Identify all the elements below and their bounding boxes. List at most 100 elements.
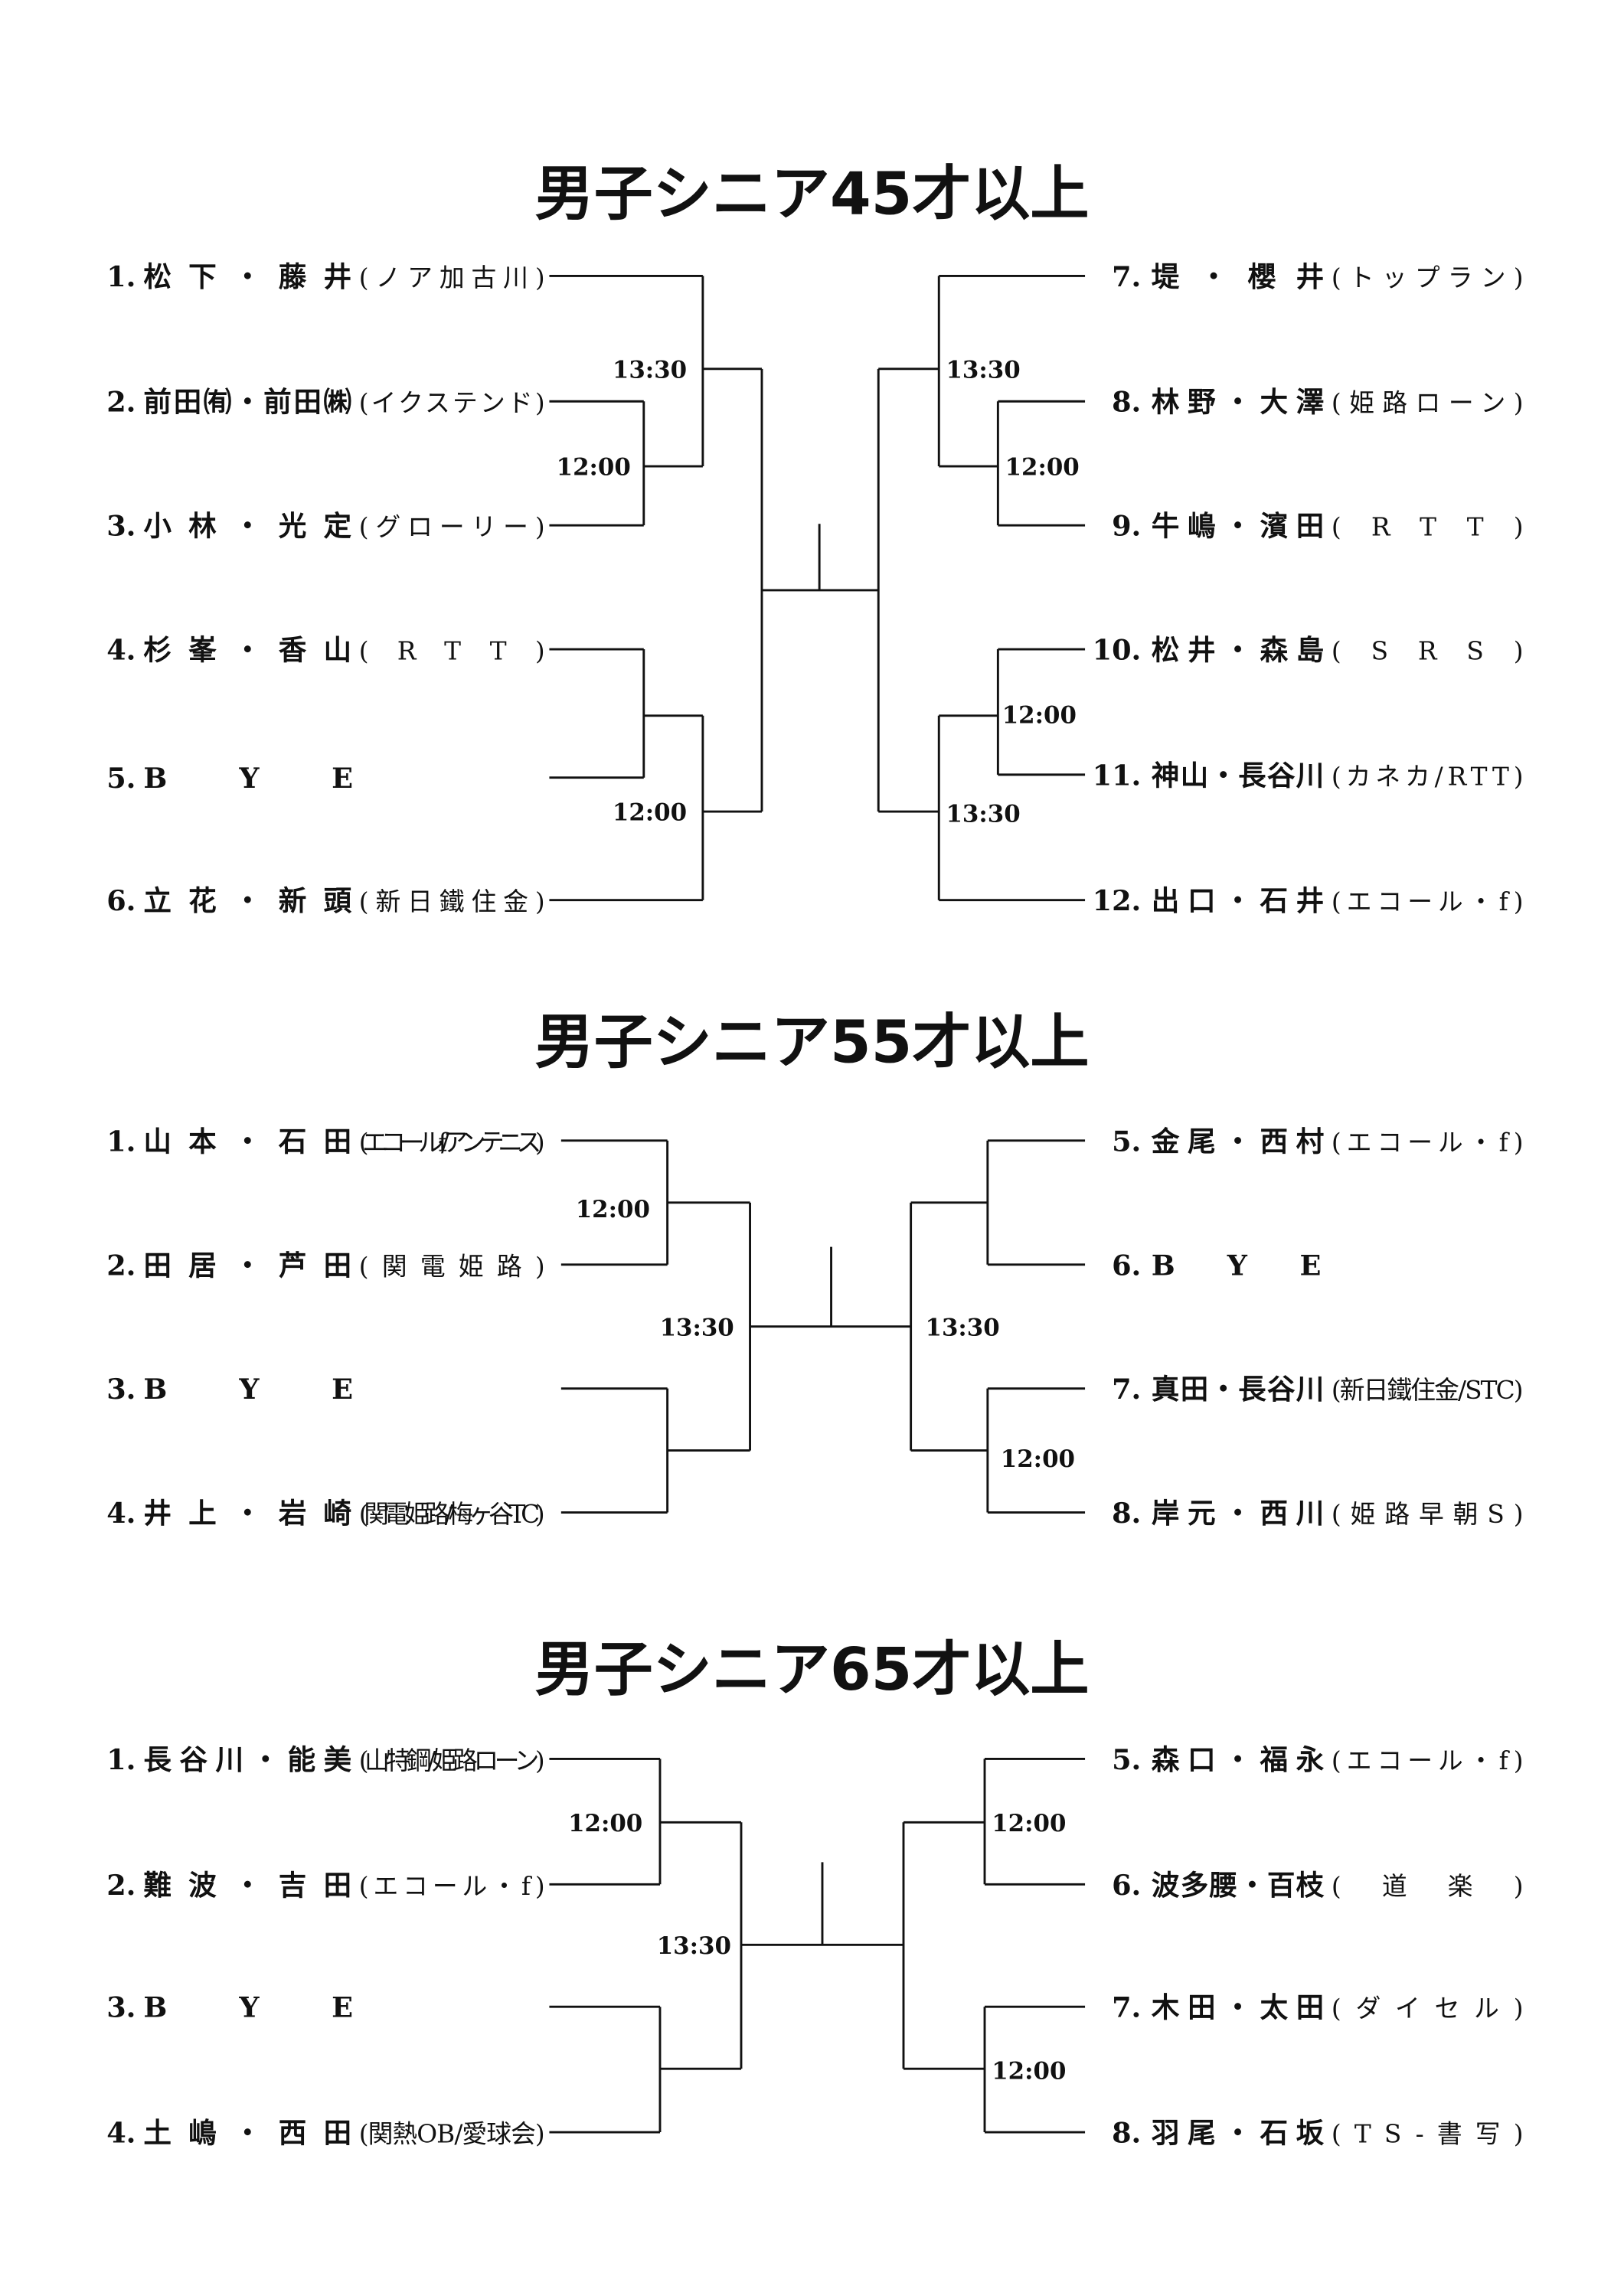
entry-club: (姫路早朝S) xyxy=(1332,1500,1524,1529)
entry-players: 岸元・西川 xyxy=(1152,1497,1325,1530)
entry-players: 立花・新頭 xyxy=(143,884,351,917)
match-time: 12:00 xyxy=(1005,454,1080,482)
section-title: 男子シニア65才以上 xyxy=(535,1635,1090,1704)
match-time: 12:00 xyxy=(992,1810,1066,1837)
entry-number: 4. xyxy=(106,2117,136,2150)
bracket-lines xyxy=(560,1139,1086,1514)
match-time: 12:00 xyxy=(613,799,687,827)
entry-number: 6. xyxy=(1112,1869,1141,1902)
entry-number: 5. xyxy=(1112,1743,1141,1776)
match-time: 13:30 xyxy=(946,356,1020,384)
entry-players: BYE xyxy=(143,1991,353,2024)
entry-players: BYE xyxy=(1152,1249,1322,1282)
entry-number: 12. xyxy=(1093,884,1142,917)
entry-number: 11. xyxy=(1093,759,1142,792)
entry-number: 5. xyxy=(1112,1125,1141,1158)
entry-number: 8. xyxy=(1112,386,1141,419)
match-time: 12:00 xyxy=(576,1196,650,1223)
entry-players: BYE xyxy=(143,1373,353,1406)
entry-number: 7. xyxy=(1112,260,1141,293)
entry-club: (SRS) xyxy=(1332,637,1524,666)
entry-number: 1. xyxy=(106,1125,136,1158)
entry-club: (カネカ/RTT) xyxy=(1332,762,1524,791)
entry-players: 土嶋・西田 xyxy=(143,2117,351,2150)
entry-players: 松井・森島 xyxy=(1152,634,1325,667)
entry-club: (関電姫路/梅ヶ谷TC) xyxy=(359,1500,545,1529)
entry-number: 8. xyxy=(1112,2117,1141,2150)
entry-club: (姫路ローン) xyxy=(1332,389,1524,418)
entry-number: 2. xyxy=(106,1869,136,1902)
entry-club: (エコール·f/アンテニス) xyxy=(359,1128,545,1157)
entry-players: 難波・吉田 xyxy=(143,1869,351,1902)
match-time: 12:00 xyxy=(568,1810,642,1837)
match-time: 13:30 xyxy=(660,1314,734,1341)
entry-players: 木田・太田 xyxy=(1152,1991,1325,2024)
entry-number: 7. xyxy=(1112,1373,1141,1406)
entry-club: (ダイセル) xyxy=(1332,1994,1524,2023)
entry-players: 山本・石田 xyxy=(143,1125,351,1158)
entry-players: 松下・藤井 xyxy=(143,260,351,293)
entry-number: 3. xyxy=(106,1991,136,2024)
entry-players: 神山・長谷川 xyxy=(1152,759,1325,792)
entry-number: 6. xyxy=(106,884,136,917)
entry-players: 井上・岩崎 xyxy=(143,1497,351,1530)
match-time: 12:00 xyxy=(1001,1445,1075,1473)
bracket-lines xyxy=(549,274,1086,902)
entry-club: (新日鐵住金) xyxy=(359,887,545,916)
entry-number: 3. xyxy=(106,510,136,543)
entry-number: 8. xyxy=(1112,1497,1141,1530)
entry-club: (RTT) xyxy=(359,637,545,666)
entry-players: 金尾・西村 xyxy=(1151,1125,1325,1158)
entry-players: 羽尾・石坂 xyxy=(1152,2117,1325,2150)
entry-players: BYE xyxy=(143,762,353,795)
entry-players: 真田・長谷川 xyxy=(1152,1373,1325,1406)
bracket-65: 男子シニア65才以上 xyxy=(535,1635,1090,2134)
entry-club: (新日鐵住金/STC) xyxy=(1332,1376,1524,1405)
entry-club: (関電姫路) xyxy=(359,1252,545,1281)
match-time: 13:30 xyxy=(925,1314,999,1341)
entry-number: 2. xyxy=(106,386,136,419)
match-time: 13:30 xyxy=(657,1932,731,1960)
entry-number: 9. xyxy=(1112,510,1141,543)
entry-players: 小林・光定 xyxy=(143,510,351,543)
entry-number: 7. xyxy=(1112,1991,1141,2024)
entry-club: (関熱OB/愛球会) xyxy=(359,2120,545,2149)
entry-players: 杉峯・香山 xyxy=(143,634,351,667)
entry-players: 田居・芦田 xyxy=(143,1249,351,1282)
entry-club: (グローリー) xyxy=(359,513,545,542)
entry-number: 1. xyxy=(106,1743,136,1776)
section-title: 男子シニア55才以上 xyxy=(535,1008,1090,1077)
entry-number: 10. xyxy=(1093,634,1142,667)
match-time: 12:00 xyxy=(1002,701,1077,729)
entry-number: 5. xyxy=(106,762,136,795)
bracket-45: 男子シニア45才以上 xyxy=(535,159,1090,902)
entry-number: 6. xyxy=(1112,1249,1141,1282)
entry-players: 長谷川・能美 xyxy=(143,1743,351,1776)
entry-number: 2. xyxy=(106,1249,136,1282)
bracket-55: 男子シニア55才以上 xyxy=(535,1008,1090,1514)
entry-club: (道楽) xyxy=(1332,1872,1524,1901)
entry-club: (エコール・f) xyxy=(1332,1746,1524,1775)
match-time: 12:00 xyxy=(992,2058,1066,2085)
entry-number: 4. xyxy=(106,634,136,667)
entry-players: 堤・櫻井 xyxy=(1152,260,1325,293)
entry-number: 3. xyxy=(106,1373,136,1406)
entry-number: 1. xyxy=(106,260,136,293)
entry-players: 牛嶋・濱田 xyxy=(1152,510,1325,543)
entry-club: (山特鋼/姫路ローン) xyxy=(359,1746,545,1775)
entry-club: (イクステンド) xyxy=(359,389,545,418)
match-time: 13:30 xyxy=(946,801,1020,828)
entry-club: (エコール・f) xyxy=(1332,1128,1524,1157)
entry-players: 林野・大澤 xyxy=(1152,386,1325,419)
entry-players: 波多腰・百枝 xyxy=(1152,1869,1325,1902)
entry-club: (RTT) xyxy=(1332,513,1524,542)
entry-club: (エコール・f) xyxy=(1332,887,1524,916)
entry-number: 4. xyxy=(106,1497,136,1530)
bracket-lines xyxy=(549,1757,1086,2134)
entries-layer: 1.松下・藤井(ノア加古川)2.前田㈲・前田㈱(イクステンド)3.小林・光定(グ… xyxy=(106,260,1523,2150)
entry-club: (エコール・f) xyxy=(359,1872,545,1901)
entry-players: 森口・福永 xyxy=(1152,1743,1325,1776)
entry-club: (ノア加古川) xyxy=(359,263,545,292)
section-title: 男子シニア45才以上 xyxy=(535,159,1090,228)
